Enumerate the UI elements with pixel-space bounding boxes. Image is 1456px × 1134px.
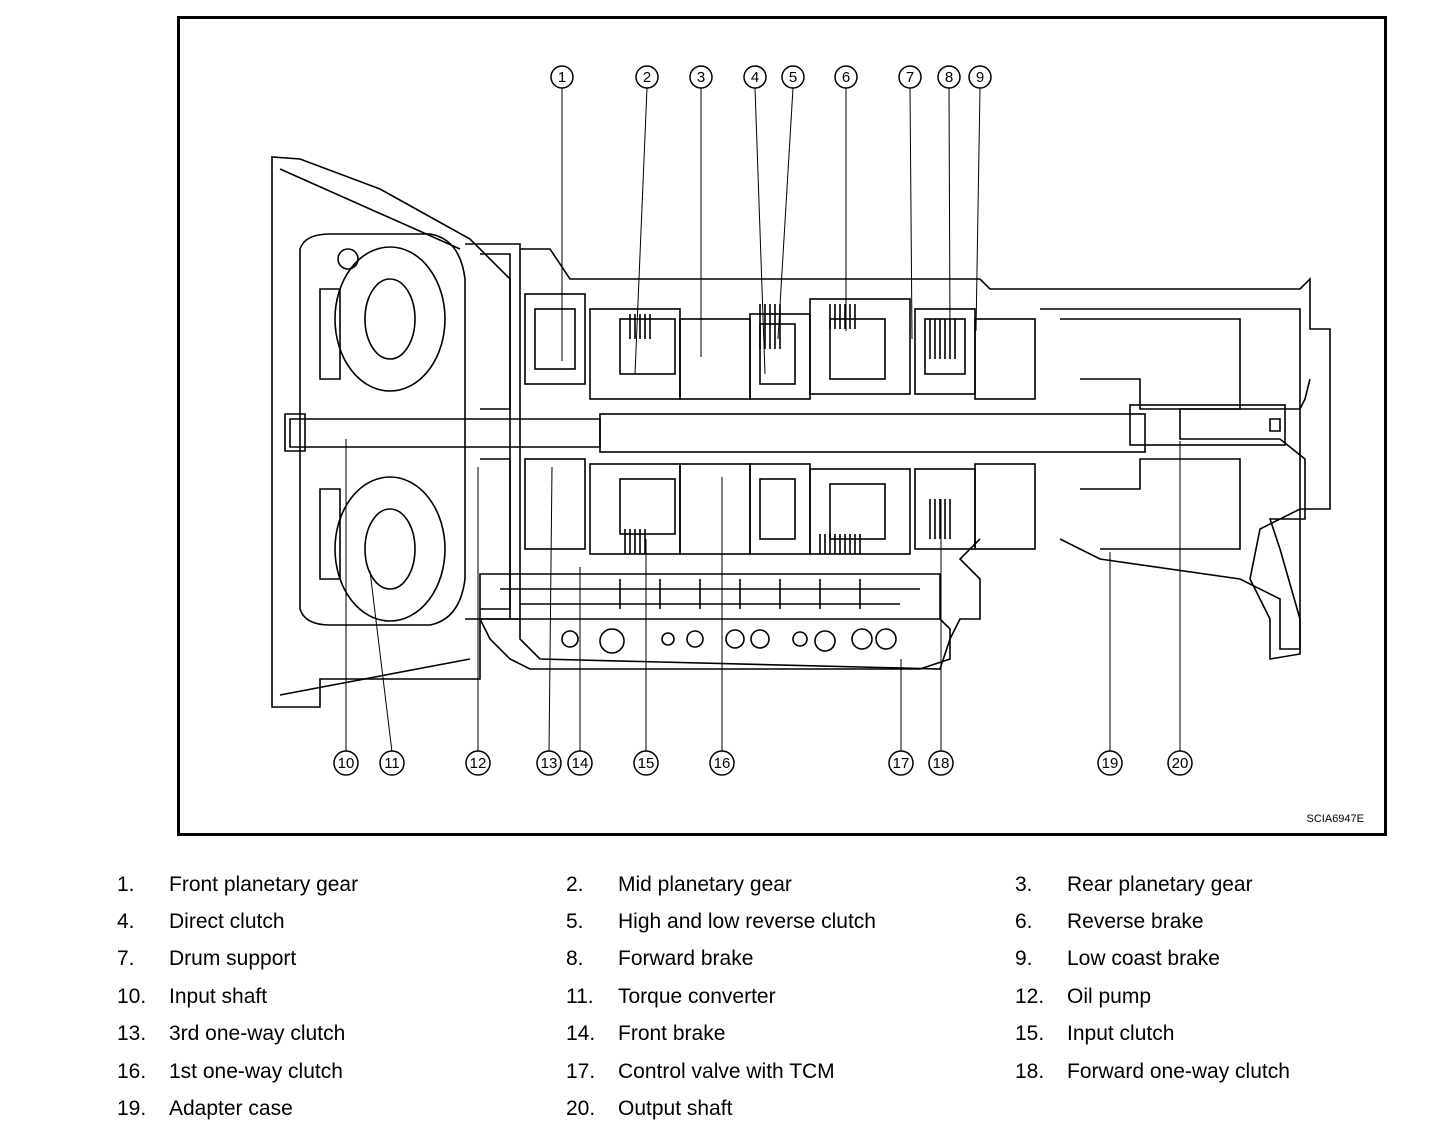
callout-1: 1 <box>550 65 574 89</box>
svg-text:12: 12 <box>470 755 487 772</box>
svg-text:7: 7 <box>906 69 914 86</box>
svg-text:19: 19 <box>1102 755 1119 772</box>
transmission-cutaway-figure: 1 2 3 4 5 6 7 8 9 10 11 <box>177 16 1387 836</box>
callout-15: 15 <box>633 750 659 776</box>
output-shaft-shape <box>1129 404 1286 446</box>
callout-20: 20 <box>1167 750 1193 776</box>
callout-18: 18 <box>928 750 954 776</box>
adapter-case <box>1040 308 1301 650</box>
svg-text:15: 15 <box>638 755 655 772</box>
callout-19: 19 <box>1097 750 1123 776</box>
svg-text:6: 6 <box>842 69 850 86</box>
callout-4: 4 <box>743 65 767 89</box>
callout-6: 6 <box>834 65 858 89</box>
svg-text:5: 5 <box>789 69 797 86</box>
figure-code: SCIA6947E <box>1306 813 1364 825</box>
svg-text:18: 18 <box>933 755 950 772</box>
main-case <box>520 248 1331 660</box>
transmission-cross-section-drawing: 1 2 3 4 5 6 7 8 9 10 11 <box>271 65 1331 776</box>
svg-text:11: 11 <box>384 755 400 772</box>
callout-2: 2 <box>635 65 659 89</box>
svg-text:1: 1 <box>558 69 566 86</box>
svg-text:14: 14 <box>572 755 589 772</box>
oil-pump-housing <box>465 243 521 620</box>
callout-17: 17 <box>888 750 914 776</box>
callout-3: 3 <box>689 65 713 89</box>
callout-5: 5 <box>781 65 805 89</box>
svg-text:8: 8 <box>945 69 953 86</box>
input-shaft-shape <box>289 418 601 448</box>
svg-text:17: 17 <box>893 755 910 772</box>
svg-text:4: 4 <box>751 69 759 86</box>
svg-text:20: 20 <box>1172 755 1189 772</box>
svg-text:2: 2 <box>643 69 651 86</box>
parts-legend: 1.Front planetary gear 2.Mid planetary g… <box>117 873 1290 1120</box>
callouts-bottom: 10 11 12 13 14 15 16 17 18 19 20 <box>333 750 1193 776</box>
torque-converter-shape <box>299 233 466 626</box>
svg-text:13: 13 <box>541 755 558 772</box>
callout-12: 12 <box>465 750 491 776</box>
svg-text:3: 3 <box>697 69 705 86</box>
callout-13: 13 <box>536 750 562 776</box>
svg-text:10: 10 <box>338 755 355 772</box>
control-valve-body <box>479 573 951 670</box>
callout-11: 11 <box>379 750 405 776</box>
callout-7: 7 <box>898 65 922 89</box>
svg-text:16: 16 <box>714 755 731 772</box>
callout-16: 16 <box>709 750 735 776</box>
svg-text:9: 9 <box>976 69 984 86</box>
callout-14: 14 <box>567 750 593 776</box>
callout-9: 9 <box>968 65 992 89</box>
callouts-top: 1 2 3 4 5 6 7 8 9 <box>550 65 992 89</box>
callout-8: 8 <box>937 65 961 89</box>
callout-10: 10 <box>333 750 359 776</box>
